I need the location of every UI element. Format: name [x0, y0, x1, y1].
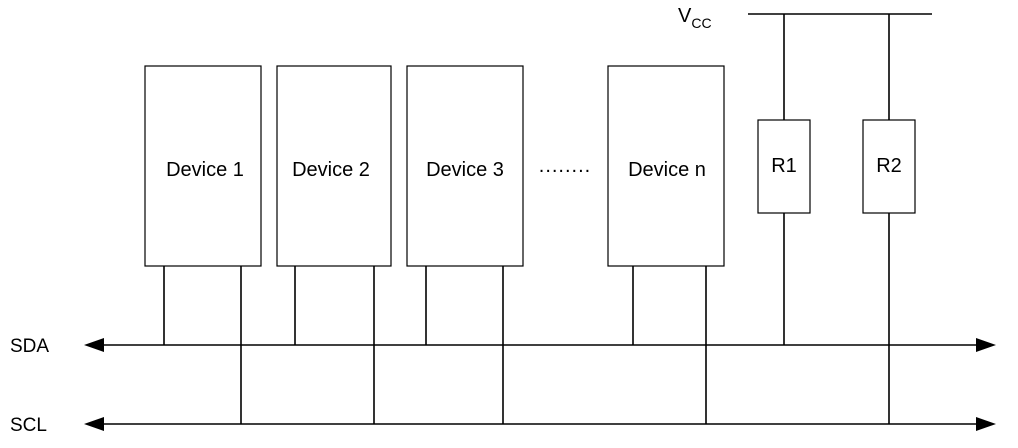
device-1-box — [144, 65, 262, 267]
device-n: Device n — [607, 65, 725, 424]
vcc-supply: VCC — [678, 5, 932, 31]
r1-body — [757, 119, 811, 214]
device-1: Device 1 — [144, 65, 262, 424]
sda-label: SDA — [10, 336, 49, 357]
device-2: Device 2 — [276, 65, 392, 424]
vcc-label: VCC — [678, 5, 712, 31]
device-ellipsis: ........ — [539, 155, 591, 177]
resistor-r2: R2 — [862, 14, 916, 424]
vcc-label-main: V — [678, 5, 692, 27]
r1-label: R1 — [771, 155, 797, 177]
vcc-label-subscript: CC — [691, 15, 711, 31]
sda-right-arrow-icon — [976, 338, 996, 352]
sda-bus: SDA — [10, 336, 996, 357]
device-n-label: Device n — [628, 159, 706, 181]
device-3-label: Device 3 — [426, 159, 504, 181]
sda-left-arrow-icon — [84, 338, 104, 352]
device-1-label: Device 1 — [166, 159, 244, 181]
resistor-r1: R1 — [757, 14, 811, 345]
r2-label: R2 — [876, 155, 902, 177]
device-3: Device 3 — [406, 65, 524, 424]
scl-right-arrow-icon — [976, 417, 996, 431]
device-2-box — [276, 65, 392, 267]
scl-left-arrow-icon — [84, 417, 104, 431]
device-3-box — [406, 65, 524, 267]
device-2-label: Device 2 — [292, 159, 370, 181]
scl-label: SCL — [10, 415, 47, 436]
scl-bus: SCL — [10, 415, 996, 436]
device-n-box — [607, 65, 725, 267]
